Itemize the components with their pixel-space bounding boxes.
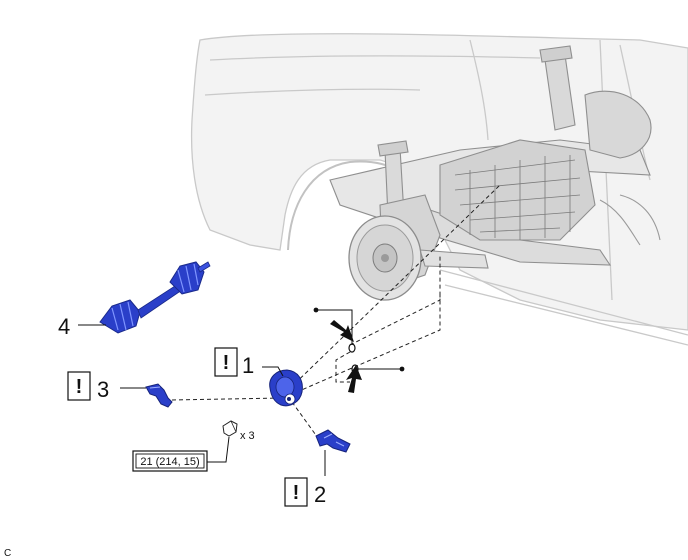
- exclamation-box-icon: !: [293, 482, 300, 504]
- dot-marker-icon: [399, 366, 405, 372]
- part2-sensor: [315, 429, 351, 453]
- callout-leader-lines: [78, 324, 326, 476]
- dot-marker-icon: [313, 307, 319, 313]
- right-hub-ghost: [584, 90, 652, 159]
- dash-line-part2: [291, 401, 319, 439]
- callout-1: 1: [242, 353, 254, 378]
- leader-torque: [206, 436, 230, 463]
- notice-box-part2: !: [284, 477, 308, 507]
- side-sill: [439, 269, 688, 346]
- drive-shaft-spline: [197, 261, 211, 273]
- part1-assembly: [269, 369, 303, 407]
- snap-ring-upper: [348, 343, 356, 353]
- brake-disc-ghost: [348, 215, 422, 301]
- dash-line-to-knuckle-upper: [279, 184, 501, 399]
- figure-code: C: [4, 548, 11, 559]
- alignment-lines: [171, 184, 501, 439]
- body-trim-lines: [204, 39, 651, 181]
- dash-line-part3: [171, 397, 284, 401]
- drive-unit: [439, 139, 596, 241]
- lower-arm: [419, 249, 489, 269]
- rear-drive-shaft-assembly: [99, 261, 211, 334]
- drive-shaft-bar: [137, 283, 183, 319]
- bolt-quantity: x 3: [240, 430, 255, 442]
- callout-2: 2: [314, 482, 326, 507]
- callout-4: 4: [58, 314, 70, 339]
- notice-box-part3: !: [67, 371, 91, 401]
- suspension-assembly-ghost: [329, 45, 661, 286]
- leader-part1: [262, 366, 284, 377]
- callout-3: 3: [97, 377, 109, 402]
- part3-bracket: [145, 383, 173, 408]
- notice-box-part1: !: [214, 347, 238, 377]
- black-arrow-icon: [330, 320, 354, 342]
- exclamation-box-icon: !: [76, 376, 83, 398]
- dash-line-lower-drop: [335, 351, 351, 383]
- bolt-icon: [222, 420, 238, 437]
- torque-spec-text: 21 (214, 15): [140, 456, 199, 468]
- dash-line-bolt-path: [289, 295, 441, 396]
- exclamation-box-icon: !: [223, 352, 230, 374]
- dash-line-to-knuckle-lower: [349, 255, 441, 346]
- torque-spec-box: 21 (214, 15): [132, 450, 208, 472]
- black-arrow-icon: [346, 365, 362, 393]
- ring-leader-lines: [318, 309, 400, 370]
